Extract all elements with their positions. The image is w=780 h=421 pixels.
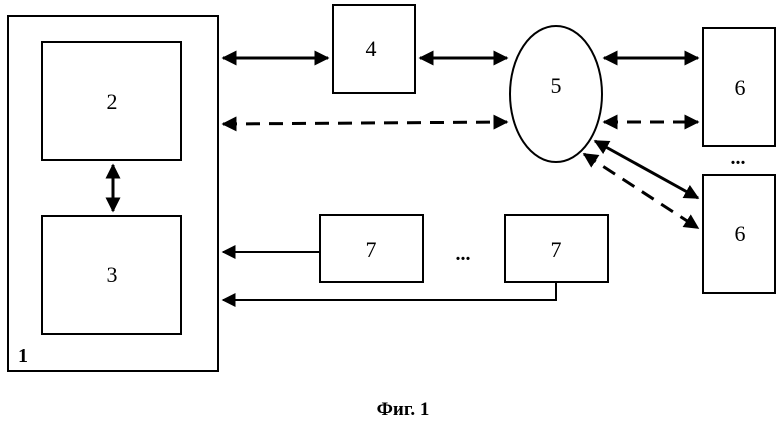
block-6-bottom-label: 6 [735, 221, 746, 246]
block-7-right-label: 7 [551, 237, 562, 262]
block-1-label: 1 [18, 345, 28, 367]
block-3-label: 3 [107, 262, 118, 287]
block-4-label: 4 [366, 36, 377, 61]
arrow-7-right-to-1 [223, 282, 556, 300]
ellipsis-6: ... [731, 147, 746, 169]
dashed-arrow-1-5 [223, 122, 507, 124]
node-5-label: 5 [551, 73, 562, 98]
block-7-left-label: 7 [366, 237, 377, 262]
block-6-top-label: 6 [735, 75, 746, 100]
ellipsis-7: ... [456, 243, 471, 265]
block-2-label: 2 [107, 89, 118, 114]
figure-caption: Фиг. 1 [377, 399, 430, 420]
